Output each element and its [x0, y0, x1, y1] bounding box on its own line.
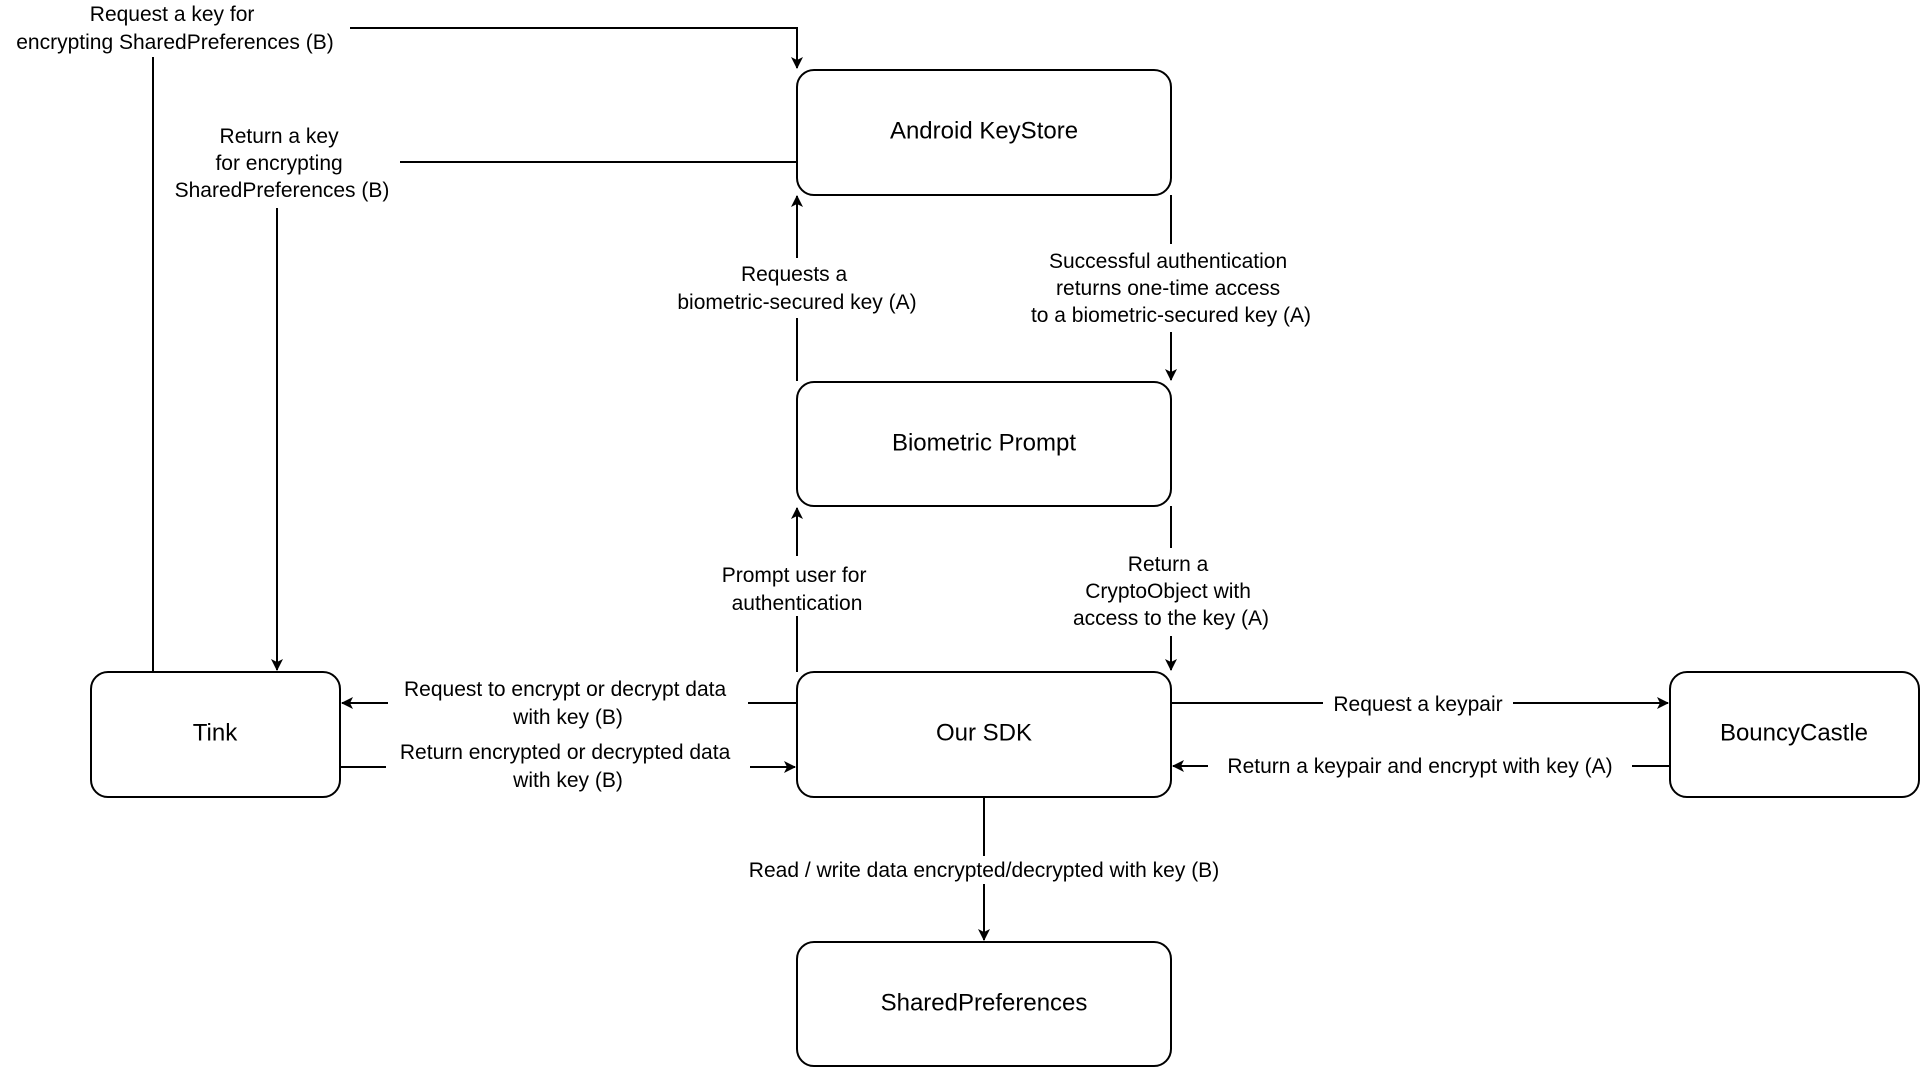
edge-tink-request-key: [152, 27, 803, 672]
label-tink-request-key: Request a key for encrypting SharedPrefe…: [16, 3, 334, 54]
label-sdk-request-encrypt: Request to encrypt or decrypt data with …: [404, 678, 732, 729]
node-bouncycastle: [1669, 671, 1920, 798]
label-sdk-request-keypair: Request a keypair: [1333, 693, 1502, 716]
label-biometric-return-crypto: Return a CryptoObject with access to the…: [1073, 553, 1269, 630]
label-tink-return-encrypted: Return encrypted or decrypted data with …: [400, 741, 736, 792]
node-label-tink: Tink: [193, 719, 238, 746]
node-label-biometric: Biometric Prompt: [892, 429, 1076, 456]
node-android-keystore: [796, 69, 1172, 196]
node-shared-preferences: [796, 941, 1172, 1067]
label-sdk-read-write: Read / write data encrypted/decrypted wi…: [749, 859, 1219, 882]
label-keystore-return-key: Return a key for encrypting SharedPrefer…: [175, 125, 390, 202]
label-bc-return-keypair: Return a keypair and encrypt with key (A…: [1227, 755, 1612, 778]
label-sdk-prompt-user: Prompt user for authentication: [722, 564, 873, 615]
node-label-keystore: Android KeyStore: [890, 117, 1078, 144]
node-label-bouncycastle: BouncyCastle: [1720, 719, 1868, 746]
node-label-sharedprefs: SharedPreferences: [881, 989, 1088, 1016]
node-biometric-prompt: [796, 381, 1172, 507]
label-biometric-requests-key: Requests a biometric-secured key (A): [677, 263, 916, 314]
label-keystore-auth-success: Successful authentication returns one-ti…: [1031, 250, 1311, 327]
node-label-sdk: Our SDK: [936, 719, 1032, 746]
node-tink: [90, 671, 341, 798]
node-our-sdk: [796, 671, 1172, 798]
